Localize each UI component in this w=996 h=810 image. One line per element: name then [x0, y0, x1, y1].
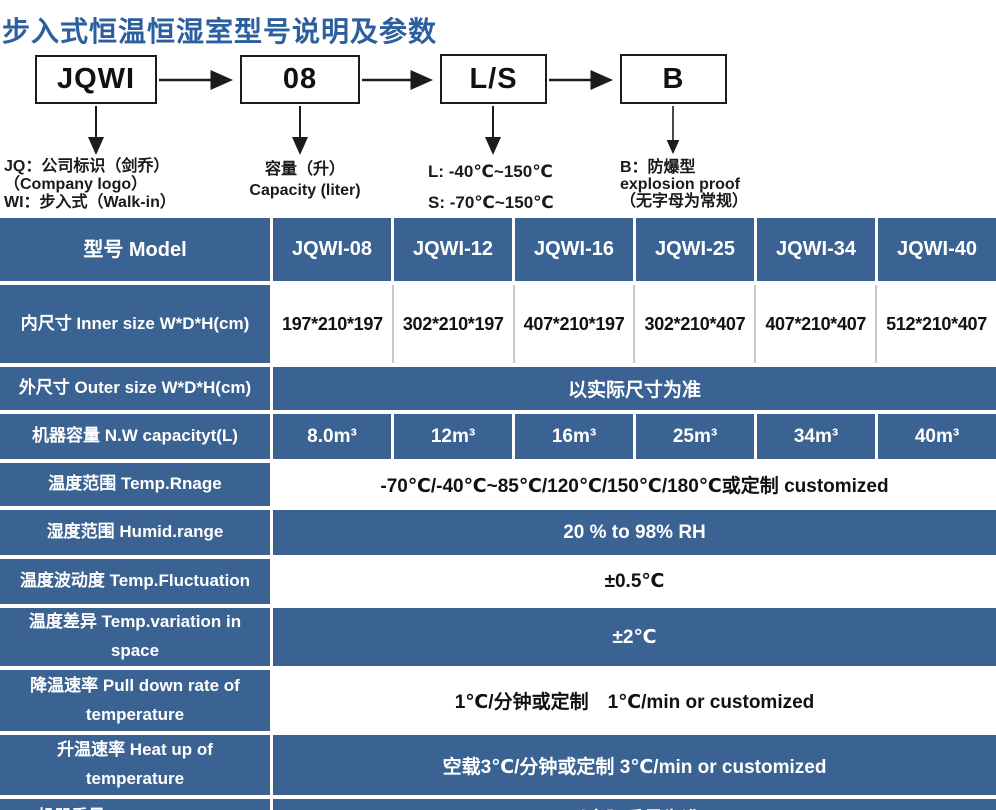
table-row-model: 型号 Model JQWI-08 JQWI-12 JQWI-16 JQWI-25… [0, 218, 996, 281]
model-code-box-temp-type: L/S [440, 54, 547, 104]
model-cell: JQWI-12 [394, 218, 512, 281]
row-label-temp-fluctuation: 温度波动度 Temp.Fluctuation [0, 559, 270, 604]
spec-merged-cell: 1℃/分钟或定制 1℃/min or customized [273, 670, 996, 731]
spec-merged-cell: 以实际尺寸为准 [273, 367, 996, 410]
row-label-heat-up-rate: 升温速率 Heat up of temperature [0, 735, 270, 795]
row-label-humidity-range: 湿度范围 Humid.range [0, 510, 270, 555]
desc-capacity: 容量（升） Capacity (liter) [249, 161, 361, 199]
model-code-box-explosion: B [620, 54, 727, 104]
spec-cell: 407*210*197 [512, 285, 634, 363]
row-label-outer-size: 外尺寸 Outer size W*D*H(cm) [0, 367, 270, 410]
spec-cell: 407*210*407 [754, 285, 876, 363]
model-code-box-capacity: 08 [240, 55, 360, 104]
spec-merged-cell: ±0.5℃ [273, 559, 996, 604]
table-row-outer-size: 外尺寸 Outer size W*D*H(cm) 以实际尺寸为准 [0, 367, 996, 410]
spec-merged-cell: 20 % to 98% RH [273, 510, 996, 555]
row-label-pull-down-rate: 降温速率 Pull down rate of temperature [0, 670, 270, 731]
spec-cell: 25m³ [636, 414, 754, 459]
desc-company-logo: JQ：公司标识（剑乔） （Company logo） WI：步入式（Walk-i… [4, 158, 176, 211]
model-cell: JQWI-25 [636, 218, 754, 281]
table-row-inner-size: 内尺寸 Inner size W*D*H(cm) 197*210*197 302… [0, 285, 996, 363]
spec-cell: 34m³ [757, 414, 875, 459]
row-label-model: 型号 Model [0, 218, 270, 281]
table-row-pull-down-rate: 降温速率 Pull down rate of temperature 1℃/分钟… [0, 670, 996, 731]
model-code-box-jqwi: JQWI [35, 55, 157, 104]
row-label-temp-range: 温度范围 Temp.Rnage [0, 463, 270, 506]
spec-cell: 12m³ [394, 414, 512, 459]
spec-merged-cell: 以实际重量为准 [273, 799, 996, 810]
spec-merged-cell: ±2℃ [273, 608, 996, 666]
table-row-temp-fluctuation: 温度波动度 Temp.Fluctuation ±0.5℃ [0, 559, 996, 604]
table-row-temp-range: 温度范围 Temp.Rnage -70℃/-40℃~85℃/120℃/150℃/… [0, 463, 996, 506]
model-cell: JQWI-40 [878, 218, 996, 281]
spec-cell: 302*210*197 [391, 285, 513, 363]
spec-cell: 512*210*407 [875, 285, 996, 363]
spec-cell: 197*210*197 [273, 285, 392, 363]
spec-cell: 40m³ [878, 414, 996, 459]
spec-table: 型号 Model JQWI-08 JQWI-12 JQWI-16 JQWI-25… [0, 218, 996, 810]
table-row-capacity: 机器容量 N.W capacityt(L) 8.0m³ 12m³ 16m³ 25… [0, 414, 996, 459]
spec-cell: 8.0m³ [273, 414, 391, 459]
spec-merged-cell: -70℃/-40℃~85℃/120℃/150℃/180℃或定制 customiz… [273, 463, 996, 506]
spec-merged-cell: 空载3℃/分钟或定制 3℃/min or customized [273, 735, 996, 795]
model-code-diagram: JQWI 08 L/S B JQ：公司标识（剑乔） （Company logo）… [0, 0, 996, 218]
row-label-temp-variation: 温度差异 Temp.variation in space [0, 608, 270, 666]
spec-cell: 302*210*407 [633, 285, 755, 363]
row-label-capacity: 机器容量 N.W capacityt(L) [0, 414, 270, 459]
model-cell: JQWI-16 [515, 218, 633, 281]
desc-temp-type: L: -40℃~150℃ S: -70℃~150℃ [428, 162, 554, 212]
row-label-inner-size: 内尺寸 Inner size W*D*H(cm) [0, 285, 270, 363]
table-row-temp-variation: 温度差异 Temp.variation in space ±2℃ [0, 608, 996, 666]
page-title: 步入式恒温恒湿室型号说明及参数 [2, 16, 438, 47]
row-label-weight: 机器重量 N.W weight(kg) [0, 799, 270, 810]
table-row-weight: 机器重量 N.W weight(kg) 以实际重量为准 [0, 799, 996, 810]
model-cell: JQWI-34 [757, 218, 875, 281]
table-row-heat-up-rate: 升温速率 Heat up of temperature 空载3℃/分钟或定制 3… [0, 735, 996, 795]
model-cell: JQWI-08 [273, 218, 391, 281]
spec-cell: 16m³ [515, 414, 633, 459]
desc-explosion-proof: B：防爆型 explosion proof （无字母为常规） [620, 159, 749, 210]
table-row-humidity-range: 湿度范围 Humid.range 20 % to 98% RH [0, 510, 996, 555]
